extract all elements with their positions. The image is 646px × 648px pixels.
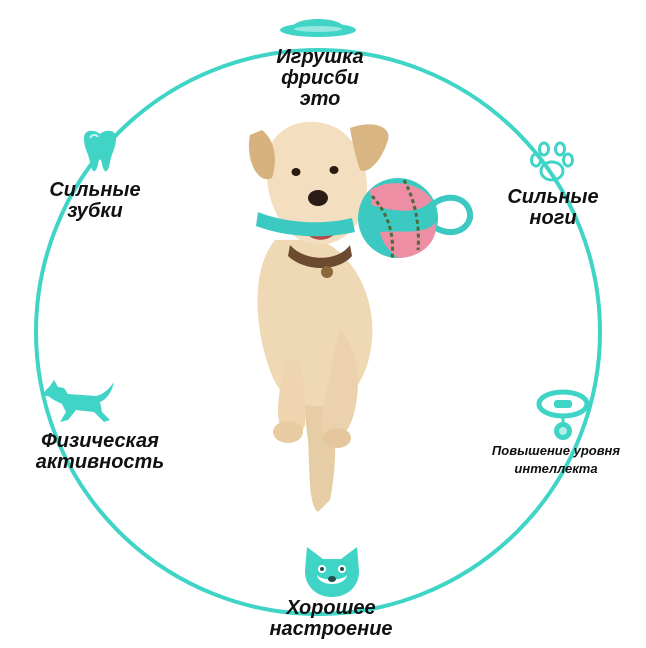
label-frisbee-line2: фрисби xyxy=(281,67,359,89)
label-mood-line1: Хорошее xyxy=(286,597,376,619)
paw-icon xyxy=(530,141,574,182)
label-activity: Физическая активность xyxy=(20,431,180,473)
label-teeth: Сильные зубки xyxy=(30,180,160,222)
collar-tag-icon xyxy=(536,389,590,440)
frisbee-icon xyxy=(280,19,356,37)
label-mood: Хорошее настроение xyxy=(258,598,404,640)
label-frisbee-line1: Игрушка xyxy=(276,46,364,68)
label-intellect: Повышение уровня интеллекта xyxy=(476,442,636,477)
label-teeth-line1: Сильные xyxy=(49,179,141,201)
running-dog-icon xyxy=(42,380,114,422)
label-teeth-line2: зубки xyxy=(67,200,123,222)
tooth-icon xyxy=(84,130,116,172)
label-legs-line2: ноги xyxy=(529,207,577,229)
label-intellect-line1: Повышение уровня xyxy=(491,443,621,458)
dog-face-icon xyxy=(305,547,359,597)
label-frisbee-line3: это xyxy=(299,88,341,110)
label-mood-line2: настроение xyxy=(269,618,393,640)
label-activity-line1: Физическая xyxy=(41,430,159,452)
label-frisbee: Игрушка фрисби это xyxy=(255,47,385,110)
label-intellect-line2: интеллекта xyxy=(514,460,598,476)
label-activity-line2: активность xyxy=(35,451,165,473)
label-legs-line1: Сильные xyxy=(507,186,599,208)
label-legs: Сильные ноги xyxy=(498,187,608,229)
